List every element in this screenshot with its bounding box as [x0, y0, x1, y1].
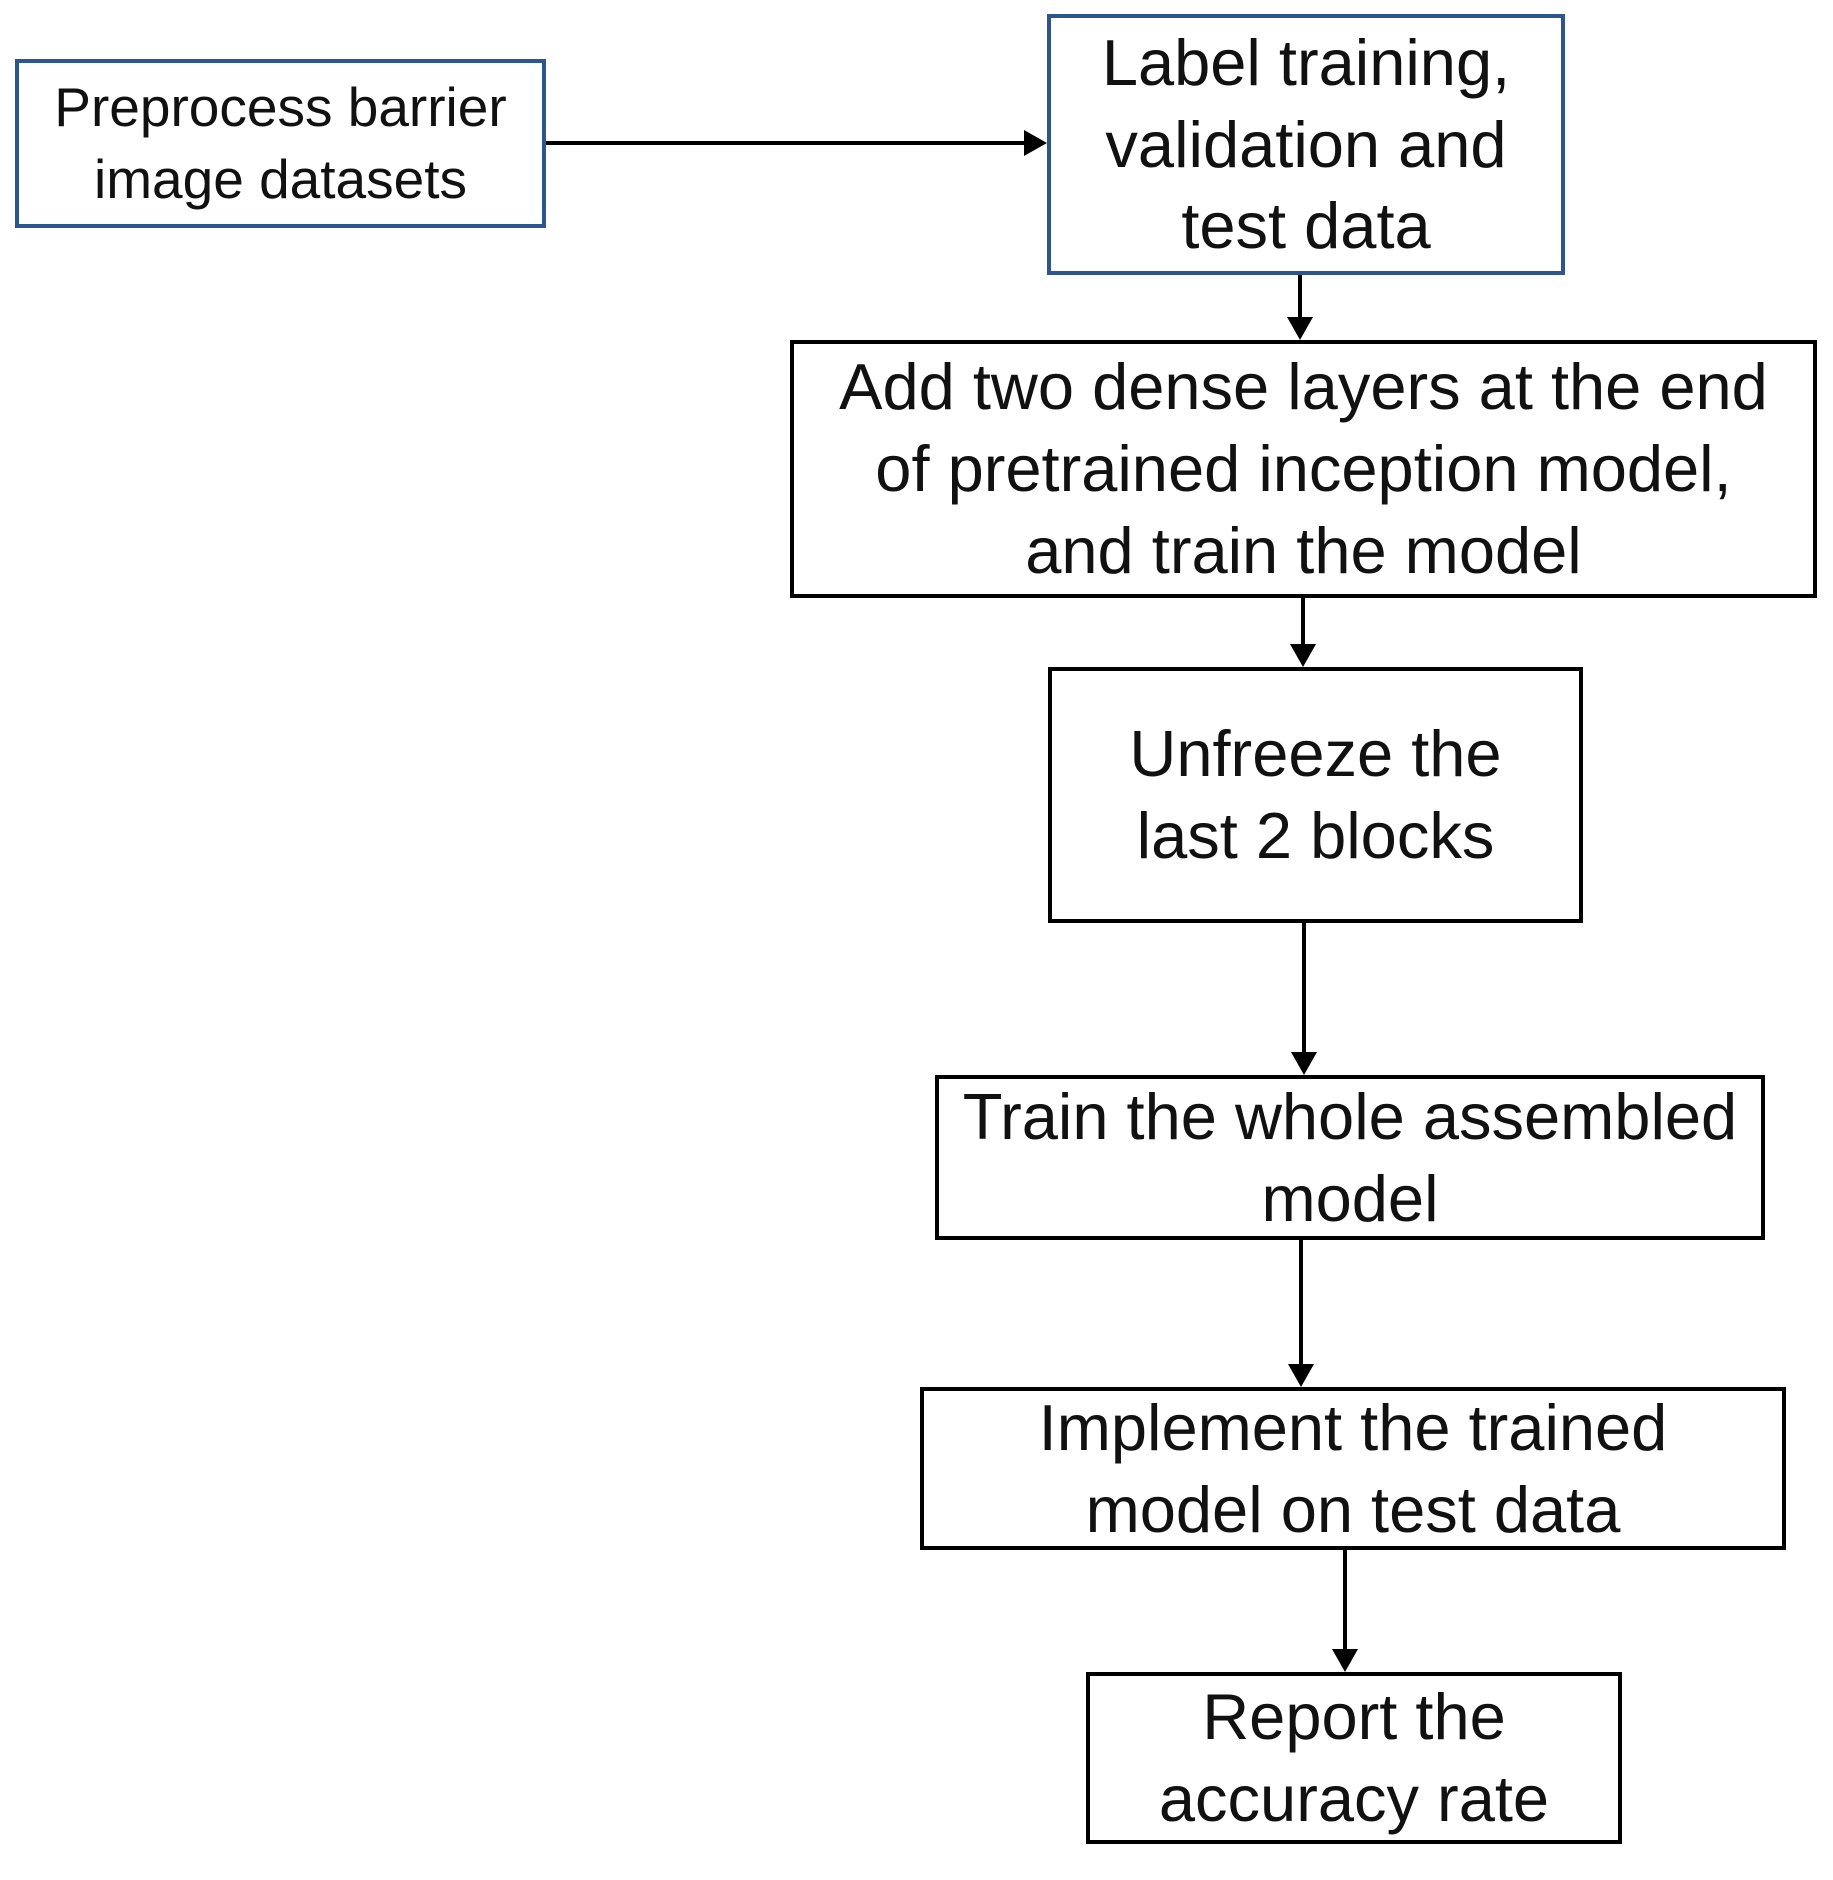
arrow-shaft	[1302, 923, 1306, 1055]
node-unfreeze-blocks-label: Unfreeze the last 2 blocks	[1129, 717, 1502, 872]
node-implement-test-data-label: Implement the trained model on test data	[1038, 1390, 1668, 1546]
arrow-train-to-implement-icon	[1288, 1240, 1314, 1387]
node-report-accuracy-label: Report the accuracy rate	[1158, 1680, 1550, 1835]
arrow-label-to-add-dense-icon	[1287, 275, 1313, 340]
arrow-implement-to-report-icon	[1332, 1550, 1358, 1672]
arrowhead-down-icon	[1332, 1649, 1358, 1672]
arrow-shaft	[1343, 1550, 1347, 1652]
node-preprocess-barrier: Preprocess barrier image datasets	[15, 59, 546, 228]
arrow-add-dense-to-unfreeze-icon	[1290, 598, 1316, 667]
arrow-shaft	[1298, 275, 1302, 320]
node-train-whole-model: Train the whole assembled model	[935, 1075, 1765, 1240]
node-preprocess-barrier-label: Preprocess barrier image datasets	[54, 76, 507, 210]
arrow-shaft	[1301, 598, 1305, 647]
node-add-dense-layers-label: Add two dense layers at the end of pretr…	[839, 350, 1768, 587]
arrowhead-down-icon	[1288, 1364, 1314, 1387]
node-report-accuracy: Report the accuracy rate	[1086, 1672, 1622, 1844]
arrow-shaft	[546, 141, 1027, 145]
node-implement-test-data: Implement the trained model on test data	[920, 1387, 1786, 1550]
node-train-whole-model-label: Train the whole assembled model	[962, 1079, 1738, 1235]
arrowhead-down-icon	[1291, 1052, 1317, 1075]
node-label-data: Label training, validation and test data	[1047, 14, 1565, 275]
arrow-unfreeze-to-train-icon	[1291, 923, 1317, 1075]
node-add-dense-layers: Add two dense layers at the end of pretr…	[790, 340, 1817, 598]
arrowhead-down-icon	[1287, 317, 1313, 340]
node-label-data-label: Label training, validation and test data	[1101, 25, 1511, 263]
arrowhead-down-icon	[1290, 644, 1316, 667]
arrow-preprocess-to-label-icon	[546, 130, 1047, 156]
node-unfreeze-blocks: Unfreeze the last 2 blocks	[1048, 667, 1583, 923]
arrow-shaft	[1299, 1240, 1303, 1367]
arrowhead-right-icon	[1024, 130, 1047, 156]
